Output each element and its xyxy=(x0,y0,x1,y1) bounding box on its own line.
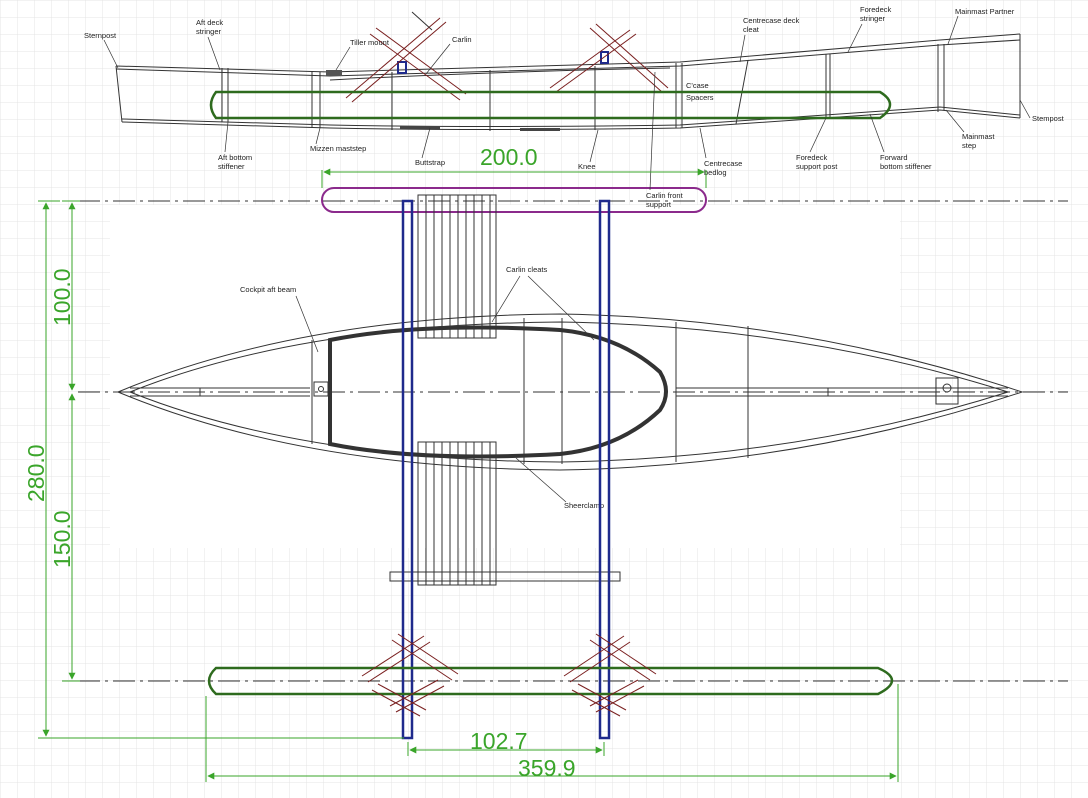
lashing-lower-aft xyxy=(361,633,459,717)
dimension-280: 280.0 xyxy=(23,444,49,502)
label-carlin-front-support: Carlin front xyxy=(646,191,684,200)
label-mainmast-step-2: step xyxy=(962,141,976,150)
label-foredeck-stringer: Foredeck xyxy=(860,5,892,14)
float-outline-plan xyxy=(207,666,894,696)
dimension-lines xyxy=(38,168,899,782)
label-stempost: Stempost xyxy=(1032,114,1065,123)
label-carlin: Carlin xyxy=(452,35,472,44)
label-cockpit-aft-beam: Cockpit aft beam xyxy=(240,285,296,294)
label-foredeck-support-post: Foredeck xyxy=(796,153,828,162)
dimension-359-9: 359.9 xyxy=(518,755,576,781)
grid-background-bottom xyxy=(0,548,1088,798)
aka-mark-aft xyxy=(397,61,407,74)
label-buttstrap: Buttstrap xyxy=(415,158,445,167)
label-aft-deck-stringer: Aft deck xyxy=(196,18,223,27)
dimension-150: 150.0 xyxy=(49,510,75,568)
lashing-lower-fwd xyxy=(563,633,657,717)
label-aft-bottom-stiffener: Aft bottom xyxy=(218,153,252,162)
label-aft-bottom-stiffener-2: stiffener xyxy=(218,162,245,171)
label-forward-bottom-stiffener: Forward xyxy=(880,153,908,162)
label-forward-bottom-stiffener-2: bottom stiffener xyxy=(880,162,932,171)
plan-annotations: Cockpit aft beam Carlin cleats Sheerclam… xyxy=(240,265,604,510)
label-centrecase-bedlog-2: bedlog xyxy=(704,168,727,177)
label-ccase-spacers-2: Spacers xyxy=(686,93,714,102)
label-aft-deck-stringer-2: stringer xyxy=(196,27,222,36)
dimension-102-7: 102.7 xyxy=(470,728,528,754)
label-centrecase-bedlog: Centrecase xyxy=(704,159,742,168)
aka-fwd xyxy=(598,199,611,740)
label-carlin-cleats: Carlin cleats xyxy=(506,265,548,274)
profile-annotations: Sternpost Aft deck stringer Tiller mount… xyxy=(84,5,1065,209)
label-foredeck-support-post-2: support post xyxy=(796,162,838,171)
label-carlin-front-support-2: support xyxy=(646,200,672,209)
label-centrecase-deck-cleat-2: cleat xyxy=(743,25,760,34)
label-sheerclamp: Sheerclamp xyxy=(564,501,604,510)
label-tiller-mount: Tiller mount xyxy=(350,38,390,47)
crossbar xyxy=(389,571,621,582)
dimension-100: 100.0 xyxy=(49,268,75,326)
net-lower xyxy=(417,441,497,586)
net-upper xyxy=(417,194,497,339)
aka-mark-fwd xyxy=(600,51,609,64)
grid-background-top xyxy=(0,0,1088,205)
purple-float xyxy=(321,187,707,213)
float-outline-profile xyxy=(209,90,892,120)
lashing-cross-aft xyxy=(345,17,467,103)
label-centrecase-deck-cleat: Centrecase deck xyxy=(743,16,800,25)
label-foredeck-stringer-2: stringer xyxy=(860,14,886,23)
label-mainmast-partner: Mainmast Partner xyxy=(955,7,1015,16)
label-mainmast-step: Mainmast xyxy=(962,132,995,141)
aka-aft xyxy=(401,199,414,740)
label-knee: Knee xyxy=(578,162,596,171)
label-mizzen-maststep: Mizzen maststep xyxy=(310,144,366,153)
label-ccase-spacers: C'case xyxy=(686,81,709,90)
dimension-200: 200.0 xyxy=(480,144,538,170)
grid-background-left xyxy=(0,205,110,548)
label-sternpost: Sternpost xyxy=(84,31,117,40)
lashing-cross-fwd xyxy=(549,23,669,93)
